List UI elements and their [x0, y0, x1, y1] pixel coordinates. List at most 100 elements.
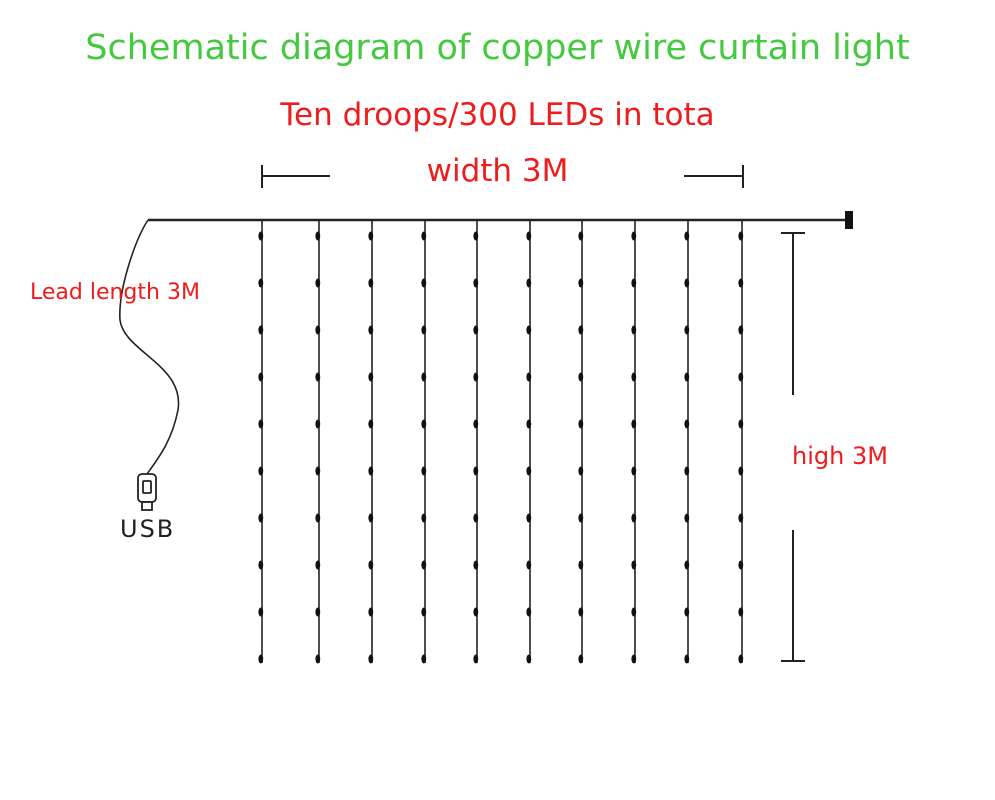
led-bead	[473, 607, 479, 617]
usb-plug-icon	[137, 473, 157, 511]
led-bead	[315, 466, 321, 476]
led-bead	[578, 654, 584, 664]
led-bead	[631, 466, 637, 476]
led-bead	[421, 560, 427, 570]
led-bead	[526, 466, 532, 476]
led-bead	[421, 278, 427, 288]
led-bead	[258, 278, 264, 288]
led-bead	[631, 278, 637, 288]
width-label: width 3M	[426, 153, 569, 189]
led-bead	[578, 513, 584, 523]
led-bead	[631, 654, 637, 664]
led-bead	[473, 419, 479, 429]
led-bead	[738, 607, 744, 617]
led-bead	[684, 419, 690, 429]
led-bead	[258, 231, 264, 241]
lead-wire	[119, 219, 180, 475]
led-bead	[368, 513, 374, 523]
led-bead	[315, 513, 321, 523]
led-bead	[258, 466, 264, 476]
led-bead	[578, 278, 584, 288]
led-bead	[473, 466, 479, 476]
led-bead	[368, 231, 374, 241]
led-bead	[578, 607, 584, 617]
led-bead	[258, 654, 264, 664]
lead-length-label: Lead length 3M	[30, 280, 200, 305]
led-bead	[684, 607, 690, 617]
led-bead	[684, 278, 690, 288]
led-bead	[578, 466, 584, 476]
height-label: high 3M	[792, 442, 888, 470]
led-bead	[368, 466, 374, 476]
led-bead	[684, 654, 690, 664]
led-bead	[421, 325, 427, 335]
led-bead	[684, 466, 690, 476]
led-bead	[473, 278, 479, 288]
led-bead	[473, 325, 479, 335]
led-bead	[315, 325, 321, 335]
led-bead	[473, 231, 479, 241]
led-bead	[578, 231, 584, 241]
usb-label: USB	[120, 515, 176, 543]
led-bead	[258, 560, 264, 570]
led-bead	[315, 231, 321, 241]
led-bead	[473, 513, 479, 523]
led-bead	[421, 466, 427, 476]
led-bead	[368, 325, 374, 335]
led-bead	[631, 560, 637, 570]
led-bead	[684, 231, 690, 241]
led-bead	[258, 513, 264, 523]
end-cap-icon	[845, 211, 853, 229]
led-bead	[578, 372, 584, 382]
led-bead	[421, 419, 427, 429]
led-bead	[368, 560, 374, 570]
height-dimension	[781, 232, 805, 662]
led-bead	[684, 372, 690, 382]
led-bead	[258, 607, 264, 617]
led-bead	[421, 231, 427, 241]
led-bead	[368, 372, 374, 382]
led-bead	[315, 607, 321, 617]
led-bead	[368, 654, 374, 664]
led-bead	[421, 372, 427, 382]
led-bead	[258, 372, 264, 382]
led-bead	[684, 560, 690, 570]
led-bead	[526, 513, 532, 523]
led-bead	[315, 419, 321, 429]
led-bead	[368, 278, 374, 288]
led-bead	[684, 325, 690, 335]
led-bead	[738, 466, 744, 476]
led-bead	[473, 372, 479, 382]
led-bead	[473, 560, 479, 570]
led-bead	[315, 560, 321, 570]
led-bead	[578, 560, 584, 570]
led-bead	[738, 325, 744, 335]
led-bead	[738, 513, 744, 523]
led-bead	[738, 419, 744, 429]
led-count-label: Ten droops/300 LEDs in tota	[280, 97, 715, 133]
led-bead	[258, 419, 264, 429]
led-bead	[631, 372, 637, 382]
led-bead	[526, 372, 532, 382]
led-bead	[631, 325, 637, 335]
led-bead	[578, 325, 584, 335]
droop-strands	[258, 220, 744, 664]
led-bead	[738, 560, 744, 570]
led-bead	[315, 372, 321, 382]
led-bead	[315, 278, 321, 288]
led-bead	[684, 513, 690, 523]
led-bead	[738, 372, 744, 382]
led-bead	[526, 419, 532, 429]
led-bead	[421, 513, 427, 523]
led-bead	[421, 654, 427, 664]
diagram-title: Schematic diagram of copper wire curtain…	[85, 28, 910, 68]
led-bead	[258, 325, 264, 335]
led-bead	[421, 607, 427, 617]
led-bead	[526, 231, 532, 241]
led-bead	[631, 419, 637, 429]
led-bead	[631, 513, 637, 523]
width-dimension	[261, 165, 744, 188]
led-bead	[473, 654, 479, 664]
